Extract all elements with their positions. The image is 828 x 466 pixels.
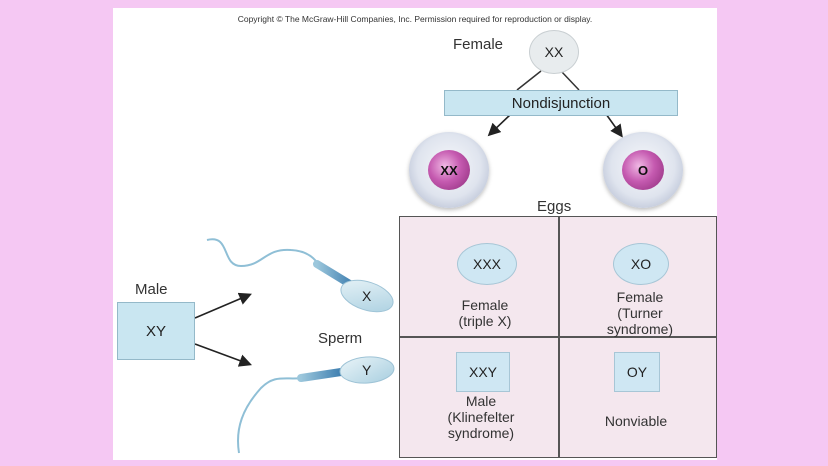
sperm-x-graphic (206, 238, 394, 313)
genotype-oy-square: OY (614, 352, 660, 392)
male-label: Male (135, 281, 168, 298)
grid-divider-horizontal (400, 336, 716, 338)
eggs-label: Eggs (537, 198, 572, 215)
sperm-x-label: X (362, 288, 372, 304)
offspring-grid: XXX Female (triple X) XO Female (Turner … (399, 216, 717, 458)
female-genotype-circle: XX (529, 30, 579, 74)
arrow-to-sperm-x (194, 292, 252, 319)
arrow-to-egg-o (605, 113, 623, 138)
sperm-y-graphic (237, 356, 395, 454)
arrow-to-sperm-y (194, 343, 253, 367)
male-genotype-box: XY (117, 302, 195, 360)
genotype-xo-circle: XO (613, 243, 669, 285)
phenotype-klinefelter: Male (Klinefelter syndrome) (447, 393, 515, 441)
genotype-xxx-circle: XXX (457, 243, 517, 285)
sperm-label: Sperm (318, 330, 363, 347)
diagram-lines (194, 70, 623, 454)
egg-xx: XX (409, 132, 489, 208)
connector-line (516, 70, 542, 91)
egg-xx-nucleus: XX (428, 150, 470, 190)
sperm-y-label: Y (362, 362, 372, 378)
phenotype-turner: Female (Turner syndrome) (606, 289, 674, 337)
nondisjunction-box: Nondisjunction (444, 90, 678, 116)
egg-o-nucleus: O (622, 150, 664, 190)
arrow-to-egg-xx (487, 113, 512, 137)
copyright-notice: Copyright © The McGraw-Hill Companies, I… (237, 14, 593, 24)
female-label: Female (453, 36, 504, 53)
genotype-xxy-square: XXY (456, 352, 510, 392)
connector-line (560, 70, 580, 91)
diagram-slide: Copyright © The McGraw-Hill Companies, I… (113, 8, 717, 460)
phenotype-nonviable: Nonviable (604, 413, 668, 429)
egg-o: O (603, 132, 683, 208)
phenotype-triple-x: Female (triple X) (458, 297, 512, 329)
